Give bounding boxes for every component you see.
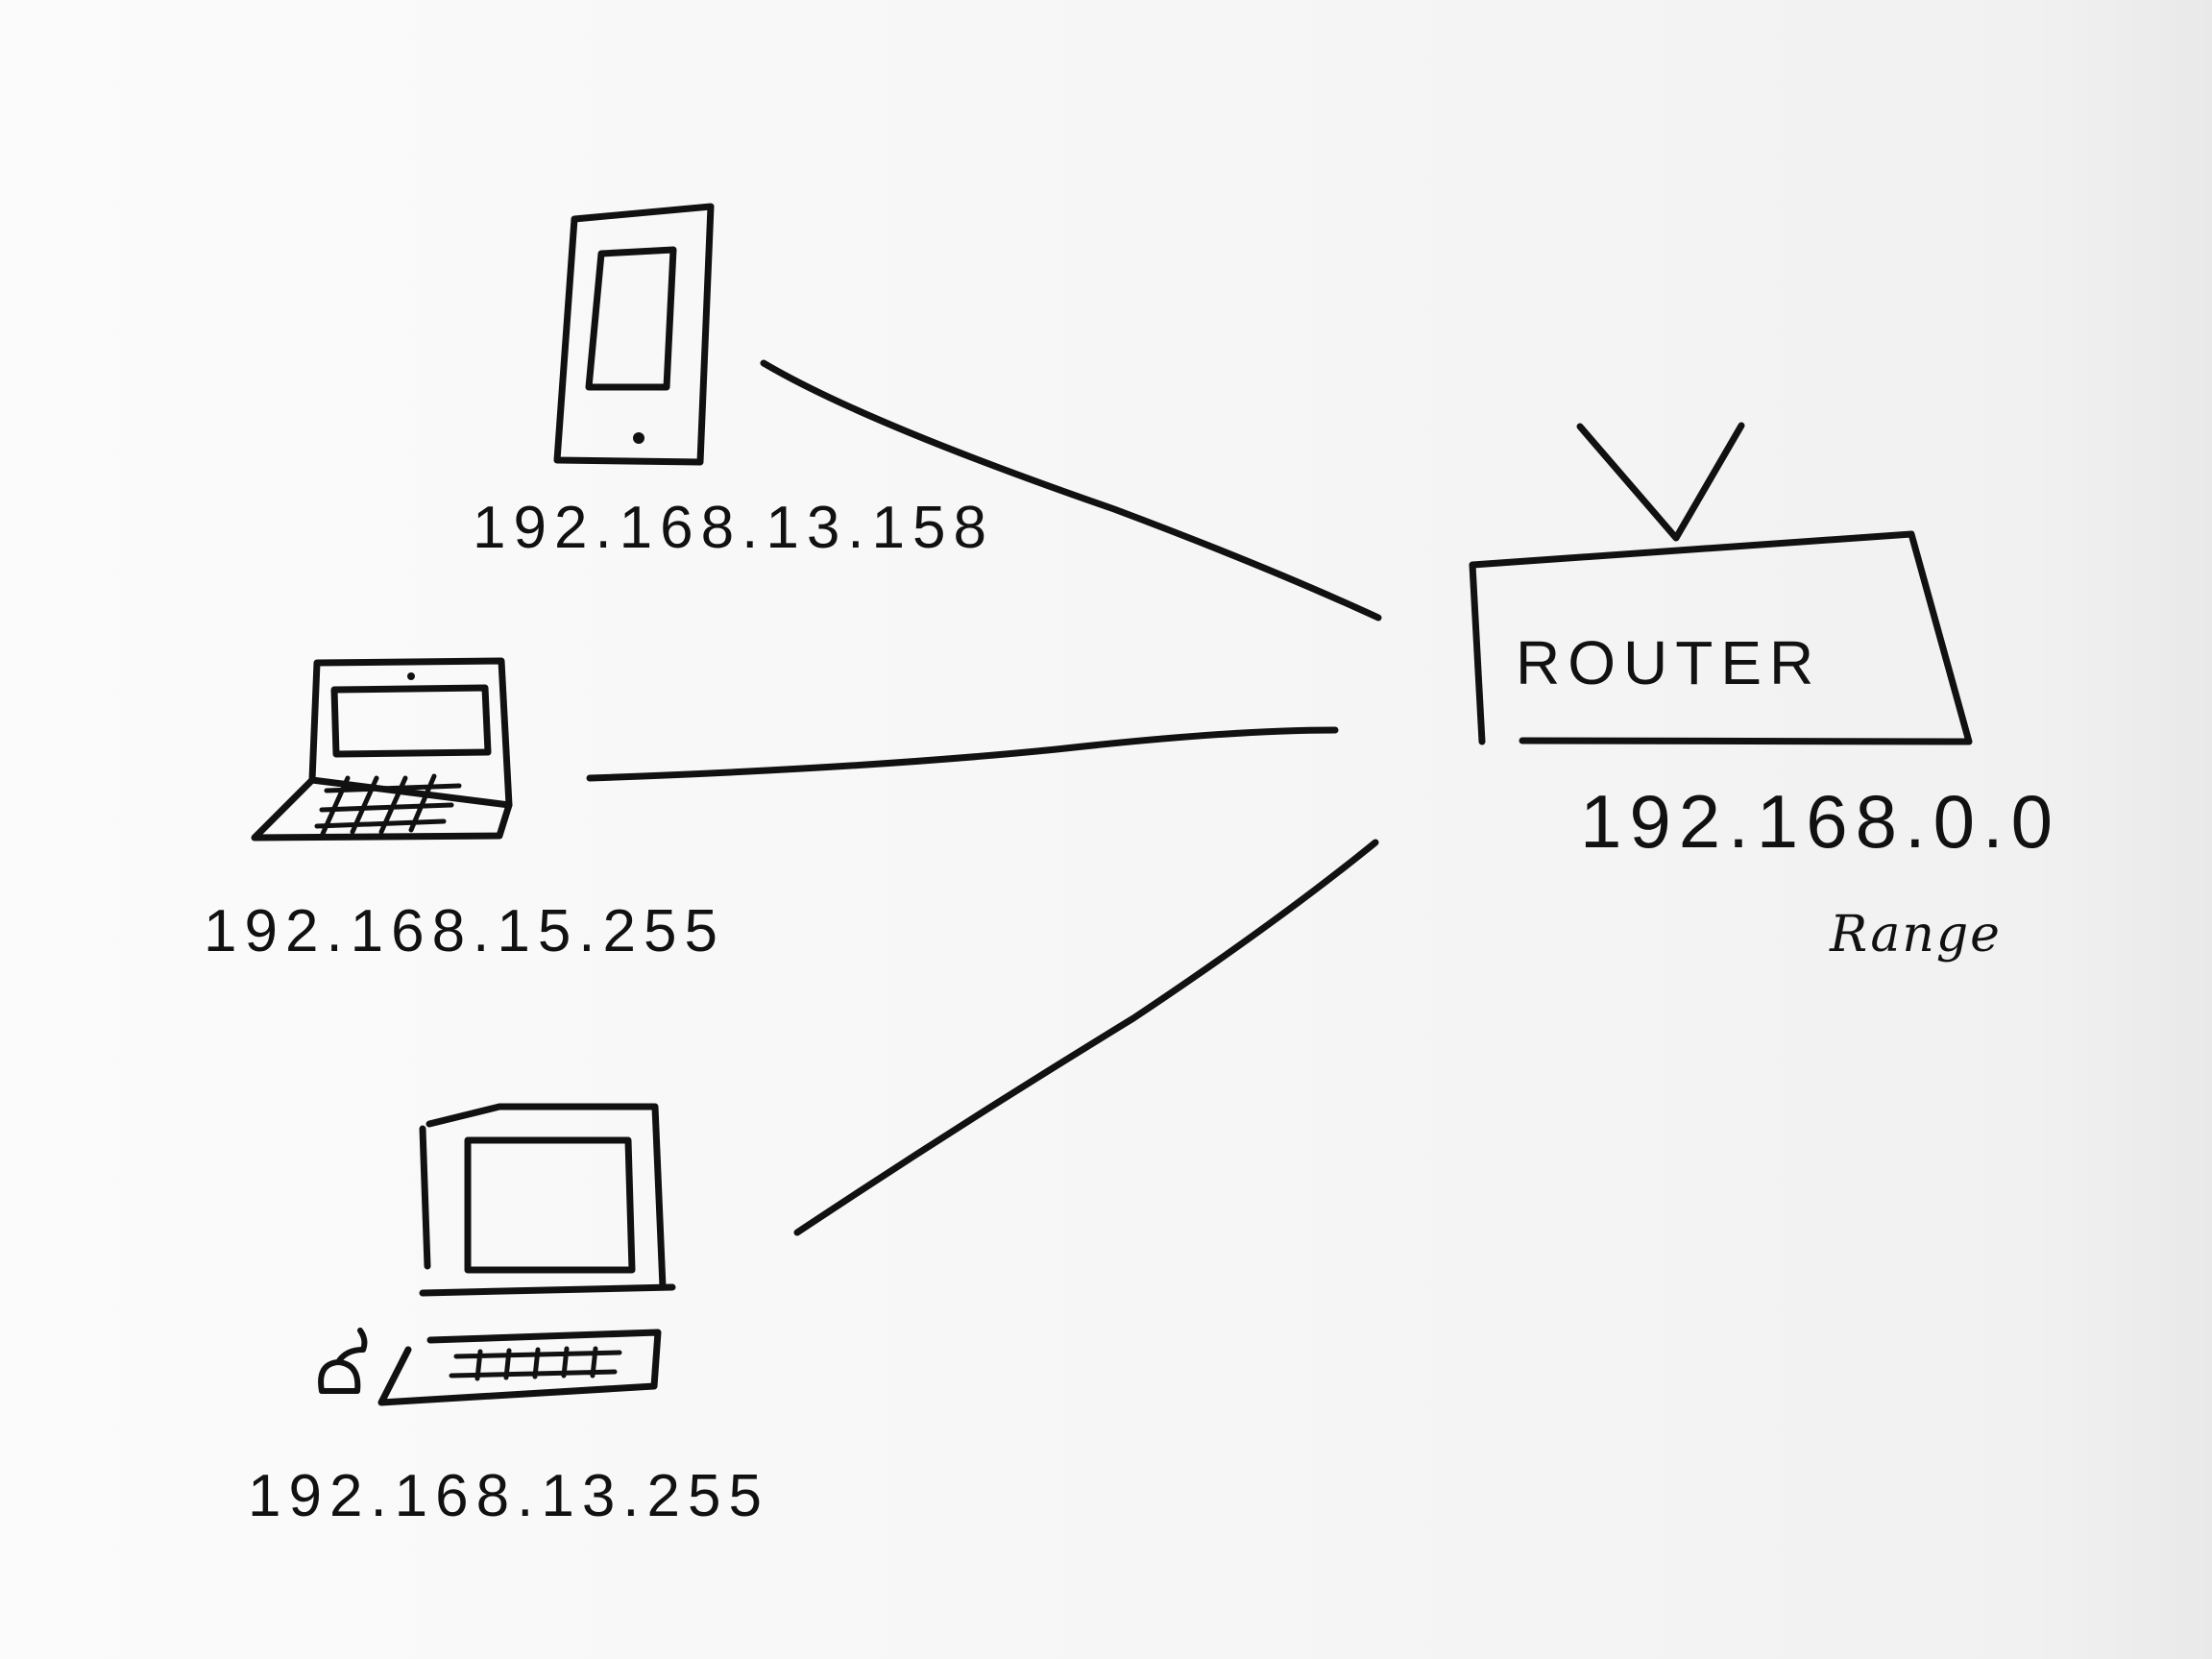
router-ip-label: 192.168.0.0 [1580, 779, 2060, 864]
connections [586, 359, 1382, 1236]
connection-desktop-router [793, 839, 1379, 1236]
router-range-note: Range [1829, 906, 2002, 964]
router-box-label: ROUTER [1516, 628, 1821, 697]
desktop-computer-icon [318, 1103, 676, 1406]
router-icon: ROUTER [1469, 422, 1973, 745]
laptop-icon [251, 657, 513, 842]
antenna-icon [1576, 422, 1745, 542]
connection-phone-router [760, 359, 1382, 622]
desktop-ip-label: 192.168.13.255 [248, 1463, 769, 1529]
phone-icon [553, 203, 715, 466]
laptop-ip-label: 192.168.15.255 [204, 898, 725, 964]
phone-ip-label: 192.168.13.158 [473, 495, 994, 561]
connection-laptop-router [586, 726, 1339, 782]
